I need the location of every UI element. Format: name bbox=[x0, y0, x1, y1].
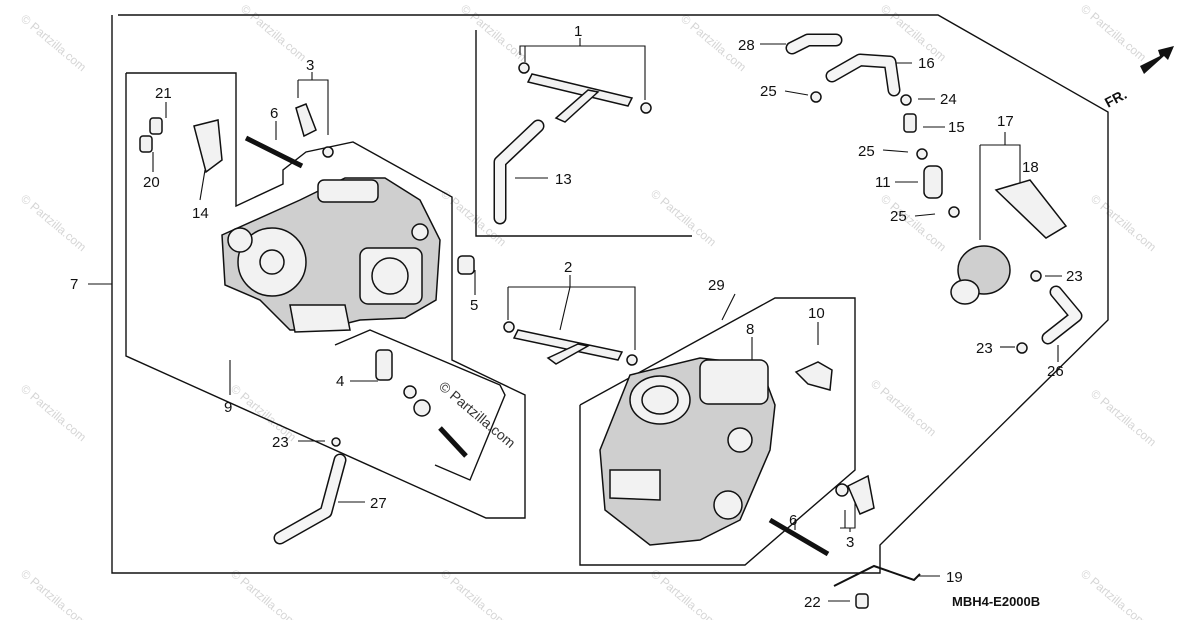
watermark: © Partzilla.com bbox=[18, 567, 89, 620]
watermark: © Partzilla.com bbox=[648, 567, 719, 620]
callout-25: 25 bbox=[760, 83, 777, 100]
arrow-icon bbox=[1140, 46, 1174, 74]
parts-drawings: FR. bbox=[139, 33, 1174, 609]
rear-carb-outline bbox=[579, 297, 856, 566]
callout-9: 9 bbox=[224, 399, 232, 416]
callout-6: 6 bbox=[789, 512, 797, 529]
callout-4: 4 bbox=[336, 373, 344, 390]
watermark: © Partzilla.com bbox=[878, 192, 949, 255]
watermark: © Partzilla.com bbox=[438, 567, 509, 620]
fr-label: FR. bbox=[1102, 86, 1129, 111]
leader-lines bbox=[88, 38, 1062, 602]
watermark: © Partzilla.com bbox=[458, 2, 529, 65]
main-assembly-outline bbox=[111, 14, 1109, 574]
front-carburetor bbox=[221, 177, 441, 333]
callout-27: 27 bbox=[370, 495, 387, 512]
callout-21: 21 bbox=[155, 85, 172, 102]
tee-joints bbox=[503, 62, 652, 366]
rear-carburetor bbox=[599, 357, 776, 546]
front-carb-outline bbox=[125, 72, 526, 519]
watermark: © Partzilla.com bbox=[18, 192, 89, 255]
upper-group-outline bbox=[475, 30, 692, 237]
assembly-outlines bbox=[111, 14, 1109, 574]
callout-29: 29 bbox=[708, 277, 725, 294]
callout-2: 2 bbox=[564, 259, 572, 276]
callout-13: 13 bbox=[555, 171, 572, 188]
small-parts bbox=[139, 91, 1042, 609]
jet-kit-outline bbox=[334, 329, 506, 481]
hoses bbox=[273, 33, 1083, 545]
callout-14: 14 bbox=[192, 205, 209, 222]
callout-26: 26 bbox=[1047, 363, 1064, 380]
diagram-code: MBH4-E2000B bbox=[952, 594, 1040, 609]
watermark: © Partzilla.com bbox=[18, 12, 89, 75]
air-cut-valve bbox=[950, 179, 1068, 305]
callout-18: 18 bbox=[1022, 159, 1039, 176]
callout-23: 23 bbox=[1066, 268, 1083, 285]
watermark: © Partzilla.com bbox=[648, 187, 719, 250]
watermark: © Partzilla.com bbox=[868, 377, 939, 440]
callout-19: 19 bbox=[946, 569, 963, 586]
callout-22: 22 bbox=[804, 594, 821, 611]
callout-28: 28 bbox=[738, 37, 755, 54]
watermark: © Partzilla.com bbox=[1078, 567, 1149, 620]
callout-11: 11 bbox=[875, 174, 891, 191]
watermark: © Partzilla.com bbox=[18, 382, 89, 445]
callout-8: 8 bbox=[746, 321, 754, 338]
callout-5: 5 bbox=[470, 297, 478, 314]
callout-15: 15 bbox=[948, 119, 965, 136]
callout-labels: 1 2 3 3 4 5 6 6 7 8 9 10 11 13 14 15 16 … bbox=[70, 23, 1083, 611]
callout-17: 17 bbox=[997, 113, 1014, 130]
callout-3: 3 bbox=[846, 534, 854, 551]
callout-10: 10 bbox=[808, 305, 825, 322]
callout-6: 6 bbox=[270, 105, 278, 122]
callout-23: 23 bbox=[272, 434, 289, 451]
watermark: © Partzilla.com bbox=[238, 2, 309, 65]
watermark: © Partzilla.com bbox=[228, 567, 299, 620]
watermark: © Partzilla.com bbox=[1088, 192, 1159, 255]
callout-25: 25 bbox=[890, 208, 907, 225]
watermark: © Partzilla.com bbox=[1088, 387, 1159, 450]
watermark: © Partzilla.com bbox=[1078, 2, 1149, 65]
callout-1: 1 bbox=[574, 23, 582, 40]
watermark: © Partzilla.com bbox=[878, 2, 949, 65]
callout-24: 24 bbox=[940, 91, 957, 108]
callout-7: 7 bbox=[70, 276, 78, 293]
callout-16: 16 bbox=[918, 55, 935, 72]
callout-23: 23 bbox=[976, 340, 993, 357]
callout-25: 25 bbox=[858, 143, 875, 160]
callout-20: 20 bbox=[143, 174, 160, 191]
callout-3: 3 bbox=[306, 57, 314, 74]
